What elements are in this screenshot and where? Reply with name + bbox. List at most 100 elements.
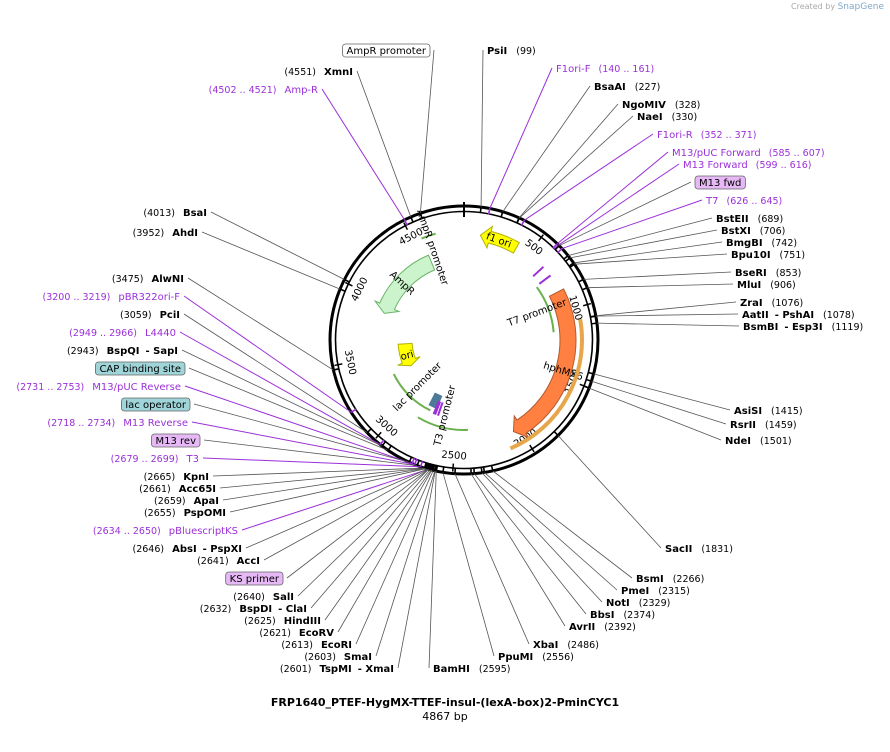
site-label-mlui[interactable]: MluI(906) xyxy=(581,280,796,291)
site-label-amp-r[interactable]: Amp-R(4502 .. 4521) xyxy=(209,85,408,226)
enzyme-isoschizomer: - PspXI xyxy=(203,544,242,555)
enzyme-name: PspOMI xyxy=(184,508,226,519)
enzyme-name: TspMI xyxy=(319,664,351,675)
leader-line xyxy=(202,457,421,468)
site-label-bsai[interactable]: BsaI(4013) xyxy=(143,208,351,283)
site-mark xyxy=(479,206,482,214)
leader-line xyxy=(519,115,634,219)
site-label-m13-puc-reverse[interactable]: M13/pUC Reverse(2731 .. 2753) xyxy=(16,382,416,464)
leader-line xyxy=(481,472,603,603)
site-mark xyxy=(564,257,571,263)
leader-line xyxy=(179,331,381,445)
leader-line xyxy=(188,367,389,451)
site-label-pmei[interactable]: PmeI(2315) xyxy=(482,466,690,597)
site-label-bsmbi[interactable]: BsmBI- Esp3I(1119) xyxy=(590,322,863,333)
site-label-pbr322ori-f[interactable]: pBR322ori-F(3200 .. 3219) xyxy=(43,292,357,413)
site-label-bamhi[interactable]: BamHI(2595) xyxy=(428,465,510,675)
feature-label: f1 ori xyxy=(484,231,512,250)
site-label-bseri[interactable]: BseRI(853) xyxy=(577,268,801,283)
site-label-bsteii[interactable]: BstEII(689) xyxy=(562,214,783,261)
primer-mark xyxy=(432,400,440,415)
enzyme-name: NotI xyxy=(606,598,630,609)
enzyme-name: AlwNI xyxy=(152,274,185,285)
site-label-m13-reverse[interactable]: M13 Reverse(2718 .. 2734) xyxy=(47,418,418,466)
leader-line xyxy=(229,468,427,513)
site-label-pspomi[interactable]: PspOMI(2655) xyxy=(144,462,429,519)
site-mark xyxy=(585,378,592,382)
site-label-xmni[interactable]: XmnI(4551) xyxy=(284,67,414,223)
site-label-m13-fwd[interactable]: M13 fwd xyxy=(554,175,746,251)
leader-line xyxy=(557,435,662,549)
site-label-ppumi[interactable]: PpuMI(2556) xyxy=(442,466,574,663)
enzyme-name: XmnI xyxy=(324,67,353,78)
site-mark xyxy=(583,385,590,389)
site-label-ndei[interactable]: NdeI(1501) xyxy=(583,385,792,447)
site-label-ecorv[interactable]: EcoRV(2621) xyxy=(259,464,435,639)
site-label-ampr-promoter[interactable]: AmpR promoter xyxy=(342,43,435,220)
feature-box xyxy=(694,175,746,190)
site-label-lac-operator[interactable]: lac operator xyxy=(121,397,413,463)
site-position: (2315) xyxy=(658,586,690,597)
site-label-alwni[interactable]: AlwNI(3475) xyxy=(112,274,340,371)
site-label-naei[interactable]: NaeI(330) xyxy=(516,112,697,224)
site-label-m13-forward[interactable]: M13 Forward(599 .. 616) xyxy=(553,160,812,250)
site-label-bsmi[interactable]: BsmI(2266) xyxy=(490,464,704,585)
primer-position: (3200 .. 3219) xyxy=(43,292,111,303)
site-label-t7[interactable]: T7(626 .. 645) xyxy=(557,196,783,254)
site-mark xyxy=(482,466,486,473)
site-label-t3[interactable]: T3(2679 .. 2699) xyxy=(111,454,424,468)
primer-name: M13/pUC Reverse xyxy=(92,382,181,393)
site-label-bsaai[interactable]: BsaAI(227) xyxy=(500,82,660,218)
site-label-l4440[interactable]: L4440(2949 .. 2966) xyxy=(69,328,385,446)
site-label-noti[interactable]: NotI(2329) xyxy=(480,466,670,609)
enzyme-name: KpnI xyxy=(183,472,209,483)
primer-name: M13 Reverse xyxy=(123,418,188,429)
leader-line xyxy=(210,211,345,280)
leader-line xyxy=(559,181,692,247)
site-label-ks-primer[interactable]: KS primer xyxy=(225,463,432,586)
leader-line xyxy=(219,467,426,489)
enzyme-name: BstEII xyxy=(716,214,749,225)
site-label-sali[interactable]: SalI(2640) xyxy=(233,463,432,603)
leader-line xyxy=(569,229,718,259)
site-label-rsrii[interactable]: RsrII(1459) xyxy=(585,378,797,431)
site-label-m13-puc-forward[interactable]: M13/pUC Forward(585 .. 607) xyxy=(552,148,825,249)
site-label-f1ori-f[interactable]: F1ori-F(140 .. 161) xyxy=(487,64,655,215)
feature-box-label: lac operator xyxy=(125,400,186,411)
ruler-tick-label: 3500 xyxy=(342,349,358,376)
leader-line xyxy=(502,85,591,212)
enzyme-name: AatII xyxy=(742,310,769,321)
site-label-sacii[interactable]: SacII(1831) xyxy=(553,430,733,555)
site-mark xyxy=(500,211,504,218)
site-label-m13-rev[interactable]: M13 rev xyxy=(151,433,421,466)
site-label-aatii[interactable]: AatII- PshAI(1078) xyxy=(589,310,855,321)
leader-line xyxy=(397,470,436,669)
operator-mark xyxy=(428,392,439,407)
site-label-bbsi[interactable]: BbsI(2374) xyxy=(473,467,655,621)
site-label-cap-binding-site[interactable]: CAP binding site xyxy=(95,361,393,451)
site-label-psii[interactable]: PsiI(99) xyxy=(479,46,536,214)
site-label-asisi[interactable]: AsiSI(1415) xyxy=(587,371,803,417)
site-label-pcii[interactable]: PciI(3059) xyxy=(120,310,373,434)
site-position: (906) xyxy=(770,280,796,291)
primer-name: F1ori-F xyxy=(556,64,591,75)
site-label-f1ori-r[interactable]: F1ori-R(352 .. 371) xyxy=(520,130,757,227)
site-position: (2661) xyxy=(139,484,171,495)
leader-line xyxy=(587,283,734,289)
site-label-ecori[interactable]: EcoRI(2613) xyxy=(281,464,436,651)
site-label-ahdi[interactable]: AhdI(3952) xyxy=(133,228,346,293)
site-label-bmgbi[interactable]: BmgBI(742) xyxy=(568,238,797,268)
leader-line xyxy=(245,468,428,549)
site-label-xbai[interactable]: XbaI(2486) xyxy=(454,467,599,651)
enzyme-name: AsiSI xyxy=(734,406,762,417)
site-label-zrai[interactable]: ZraI(1076) xyxy=(589,298,803,318)
ruler-tick xyxy=(334,363,343,367)
site-label-bstxi[interactable]: BstXI(706) xyxy=(564,226,785,263)
leader-line xyxy=(183,313,368,433)
site-label-bpu10i[interactable]: Bpu10I(751) xyxy=(569,250,806,269)
site-label-avrii[interactable]: AvrII(2392) xyxy=(470,467,636,633)
